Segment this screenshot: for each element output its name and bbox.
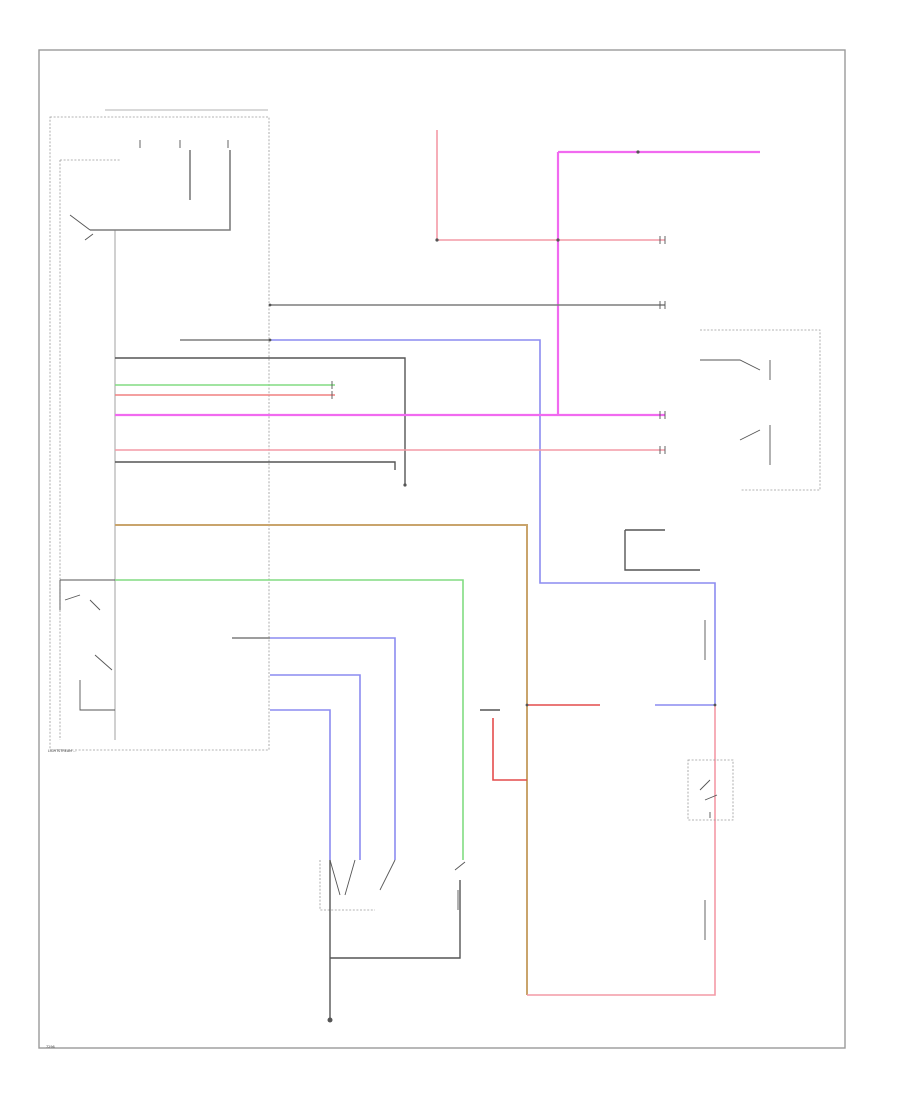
blue-wire-4: [270, 709, 331, 860]
pink-splice-top: [435, 238, 439, 242]
module-inner-box: [59, 159, 120, 740]
gray-wire-3: [115, 461, 396, 470]
switch-2: [64, 594, 101, 611]
blue-wire-2: [270, 637, 396, 860]
gray-wire-2: [115, 357, 406, 485]
magenta-top-node: [636, 150, 640, 154]
top-fuse-feed: [90, 150, 231, 231]
module-label: LIGHTSTREAM ...: [48, 749, 76, 753]
green-switch: [454, 861, 466, 910]
magenta-splice: [556, 238, 560, 242]
bottom-gray-wire: [329, 860, 461, 1020]
bottom-switch-box: [319, 860, 375, 911]
blue-wire-1: [270, 339, 716, 610]
tan-wire: [115, 524, 528, 995]
red-loop: [492, 718, 527, 781]
right-switch-1: [700, 359, 771, 380]
switch-3: [79, 654, 115, 711]
ground-node: [327, 1017, 333, 1023]
module-outline: [49, 116, 270, 751]
pink-right-chain: [527, 705, 716, 996]
blue-wire-3: [270, 674, 361, 860]
node-a: [403, 483, 407, 487]
bottom-switch-contacts: [329, 859, 396, 896]
node-c: [268, 338, 272, 342]
node-d: [525, 703, 529, 707]
range-switch-box: [687, 759, 734, 821]
switch-1: [69, 214, 94, 241]
node-e: [713, 703, 717, 707]
right-switch-2: [739, 425, 771, 465]
right-dashed-box: [700, 329, 821, 491]
node-b: [268, 303, 272, 307]
connector-ticks: [331, 236, 666, 454]
green-wire-long: [115, 579, 464, 860]
footer-code: 7296: [46, 1045, 55, 1049]
right-gray-connector: [624, 529, 700, 571]
diagram-frame: [38, 49, 846, 1049]
pink-feed-vertical: [436, 130, 665, 241]
module-bottom-box: [59, 579, 115, 610]
range-switch-contacts: [699, 779, 718, 818]
fuse-1: [139, 140, 229, 148]
